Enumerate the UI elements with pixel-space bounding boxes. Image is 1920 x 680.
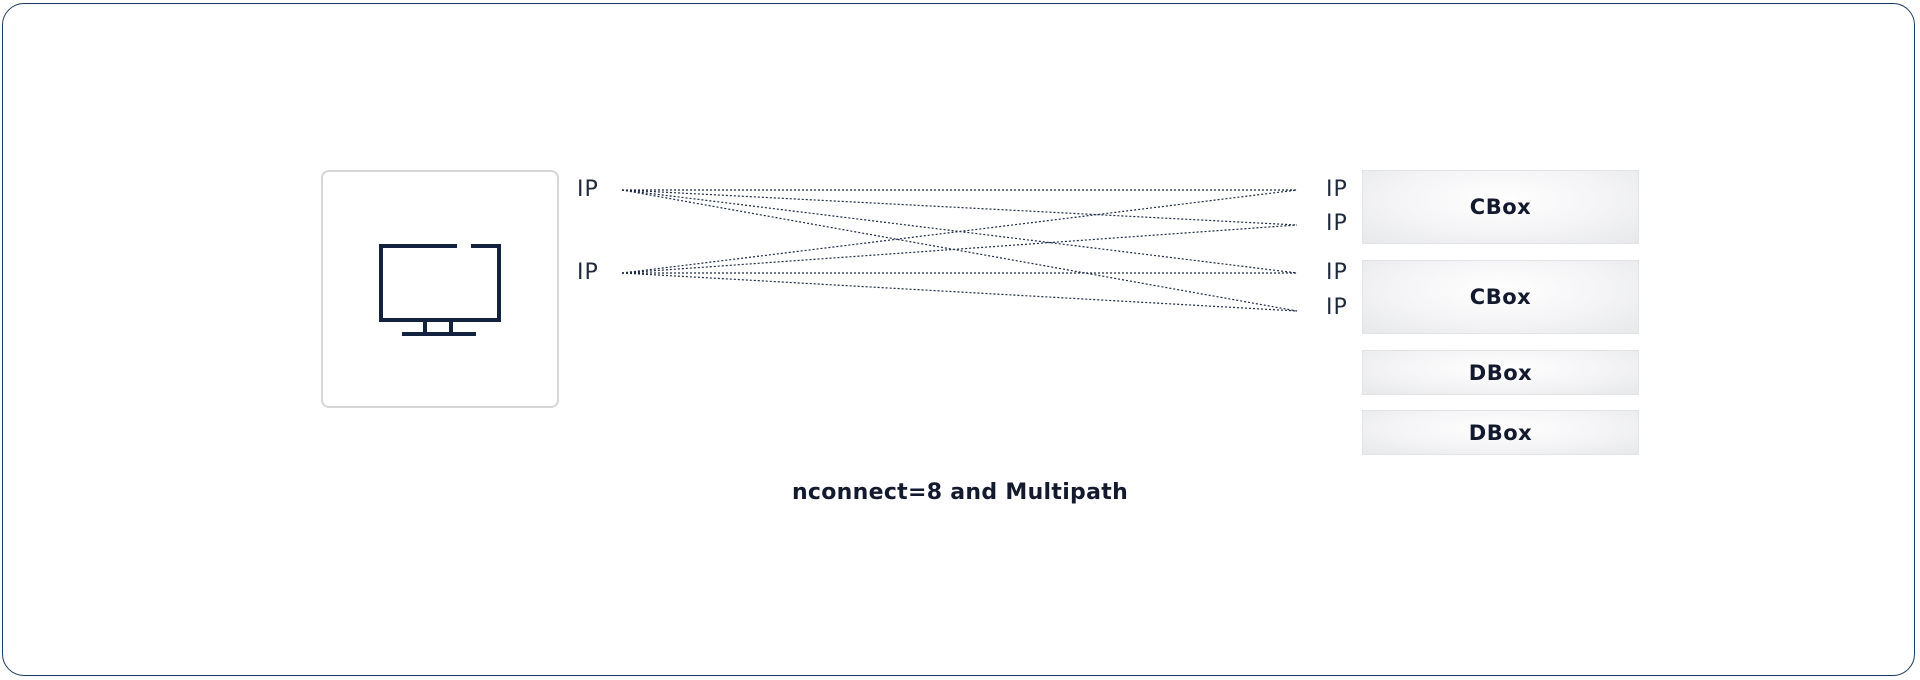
client-ip-label-1: IP <box>577 177 599 202</box>
monitor-icon <box>379 243 501 336</box>
caption-text: nconnect=8 and Multipath <box>791 480 1129 505</box>
dbox-2: DBox <box>1362 410 1639 455</box>
client-ip-label-2: IP <box>577 260 599 285</box>
server-ip-label-1: IP <box>1326 177 1348 202</box>
dbox-1: DBox <box>1362 350 1639 395</box>
server-ip-label-2: IP <box>1326 211 1348 236</box>
diagram-frame <box>2 3 1915 676</box>
diagram-caption: nconnect=8 and Multipath <box>0 480 1920 505</box>
server-ip-label-3: IP <box>1326 260 1348 285</box>
cbox-2: CBox <box>1362 260 1639 334</box>
connection-line-5 <box>621 189 1298 274</box>
connection-line-2 <box>621 189 1298 226</box>
cbox-1: CBox <box>1362 170 1639 244</box>
connection-line-4 <box>621 189 1298 312</box>
connection-line-6 <box>621 224 1298 274</box>
connection-line-8 <box>621 272 1298 312</box>
client-box <box>321 170 559 408</box>
server-ip-label-4: IP <box>1326 295 1348 320</box>
